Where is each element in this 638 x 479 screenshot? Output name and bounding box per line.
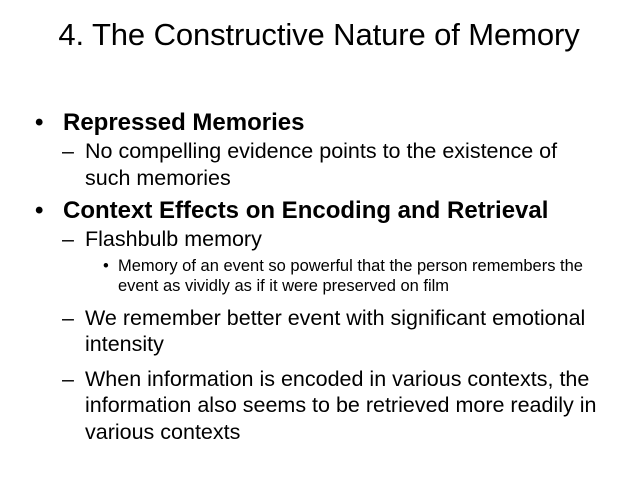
bullet-level2-flashbulb-memory: – Flashbulb memory <box>0 226 638 253</box>
dash-bullet-icon: – <box>62 366 74 391</box>
bullet-text: Memory of an event so powerful that the … <box>118 256 583 296</box>
bullet-level2-no-compelling-evidence: – No compelling evidence points to the e… <box>0 138 638 191</box>
bullet-level2-we-remember-better: – We remember better event with signific… <box>0 305 638 358</box>
slide-title: 4. The Constructive Nature of Memory <box>58 17 580 52</box>
bullet-level2-when-information-encoded: – When information is encoded in various… <box>0 366 638 446</box>
bullet-text: When information is encoded in various c… <box>85 366 597 444</box>
bullet-text: Context Effects on Encoding and Retrieva… <box>63 197 549 224</box>
slide-body-content: • Repressed Memories – No compelling evi… <box>0 108 638 445</box>
dash-bullet-icon: – <box>62 227 74 251</box>
bullet-text: No compelling evidence points to the exi… <box>85 139 558 190</box>
bullet-text: Repressed Memories <box>63 109 305 136</box>
bullet-point-icon: • <box>35 109 44 136</box>
bullet-point-icon: • <box>35 197 44 224</box>
bullet-text: Flashbulb memory <box>85 227 262 251</box>
bullet-text: We remember better event with significan… <box>85 305 586 357</box>
bullet-level3-memory-of-an-event: • Memory of an event so powerful that th… <box>0 256 638 297</box>
bullet-level1-context-effects: • Context Effects on Encoding and Retrie… <box>0 196 638 225</box>
bullet-level1-repressed-memories: • Repressed Memories <box>0 108 638 137</box>
dash-bullet-icon: – <box>62 305 74 330</box>
dash-bullet-icon: – <box>62 139 74 163</box>
bullet-point-icon: • <box>103 256 109 275</box>
